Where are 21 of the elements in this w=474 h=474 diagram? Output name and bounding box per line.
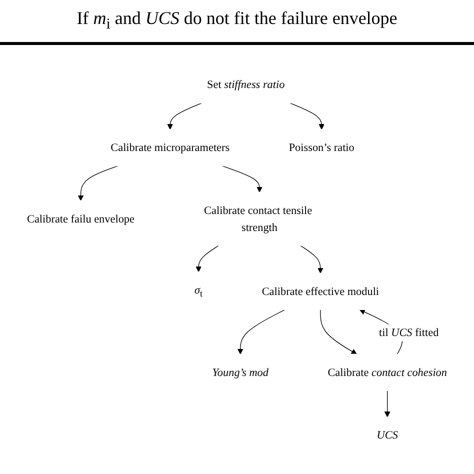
arrow <box>222 166 262 192</box>
node-text: Set stiffness ratio <box>207 78 285 91</box>
arrow <box>78 166 118 201</box>
node-text: Calibrate failu envelope <box>27 212 134 225</box>
arrow <box>290 102 324 130</box>
arrow <box>300 245 324 274</box>
node-text: Poisson’s ratio <box>288 141 354 154</box>
node-text: Calibrate microparameters <box>110 141 230 154</box>
arrow <box>320 309 357 354</box>
node-text: UCS <box>376 428 398 442</box>
heading: If m$_{i}$ and UCS do not fit the failure envelope <box>0 0 474 45</box>
arrow <box>384 390 390 418</box>
node-text: σ$_{t}$ <box>194 284 203 300</box>
arrow <box>196 245 220 272</box>
arrow <box>167 102 202 130</box>
node-text: Calibrate effective moduli <box>262 285 380 298</box>
node-text: Young’s mod <box>212 366 268 378</box>
arrow <box>237 309 286 354</box>
node-text: Calibrate contact tensile strength <box>204 204 312 234</box>
node-text: Calibrate contact cohesion <box>328 366 447 378</box>
edge-label: til UCS fitted <box>379 326 439 339</box>
